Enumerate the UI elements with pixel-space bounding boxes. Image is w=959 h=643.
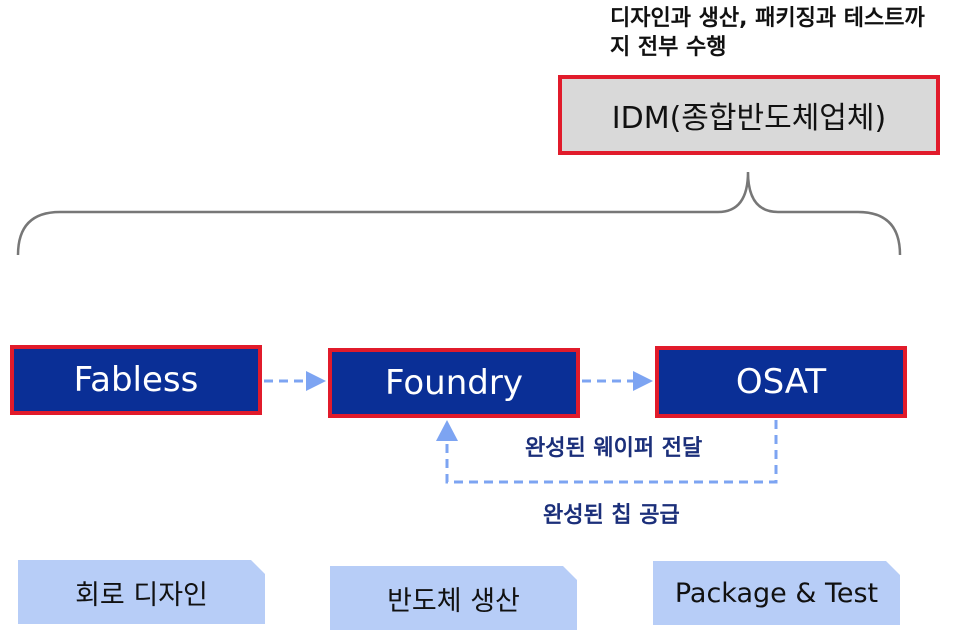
- foundry-box: Foundry: [328, 348, 580, 418]
- fabless-box: Fabless: [10, 345, 262, 415]
- role-package-test-box: Package & Test: [653, 561, 900, 625]
- osat-to-foundry-return-line: [445, 420, 778, 484]
- wafer-delivery-label: 완성된 웨이퍼 전달: [525, 436, 703, 461]
- foundry-to-osat-arrowhead: [633, 371, 653, 391]
- fabless-to-foundry-arrowhead: [306, 371, 326, 391]
- idm-box: IDM(종합반도체업체): [558, 75, 940, 155]
- role-design-box: 회로 디자인: [18, 560, 265, 624]
- chip-supply-label: 완성된 칩 공급: [543, 503, 680, 528]
- osat-box: OSAT: [655, 346, 907, 418]
- osat-to-foundry-arrowhead: [436, 420, 458, 441]
- role-production-box: 반도체 생산: [330, 566, 577, 630]
- idm-brace: [16, 171, 902, 256]
- idm-description: 디자인과 생산, 패키징과 테스트까지 전부 수행: [610, 6, 925, 60]
